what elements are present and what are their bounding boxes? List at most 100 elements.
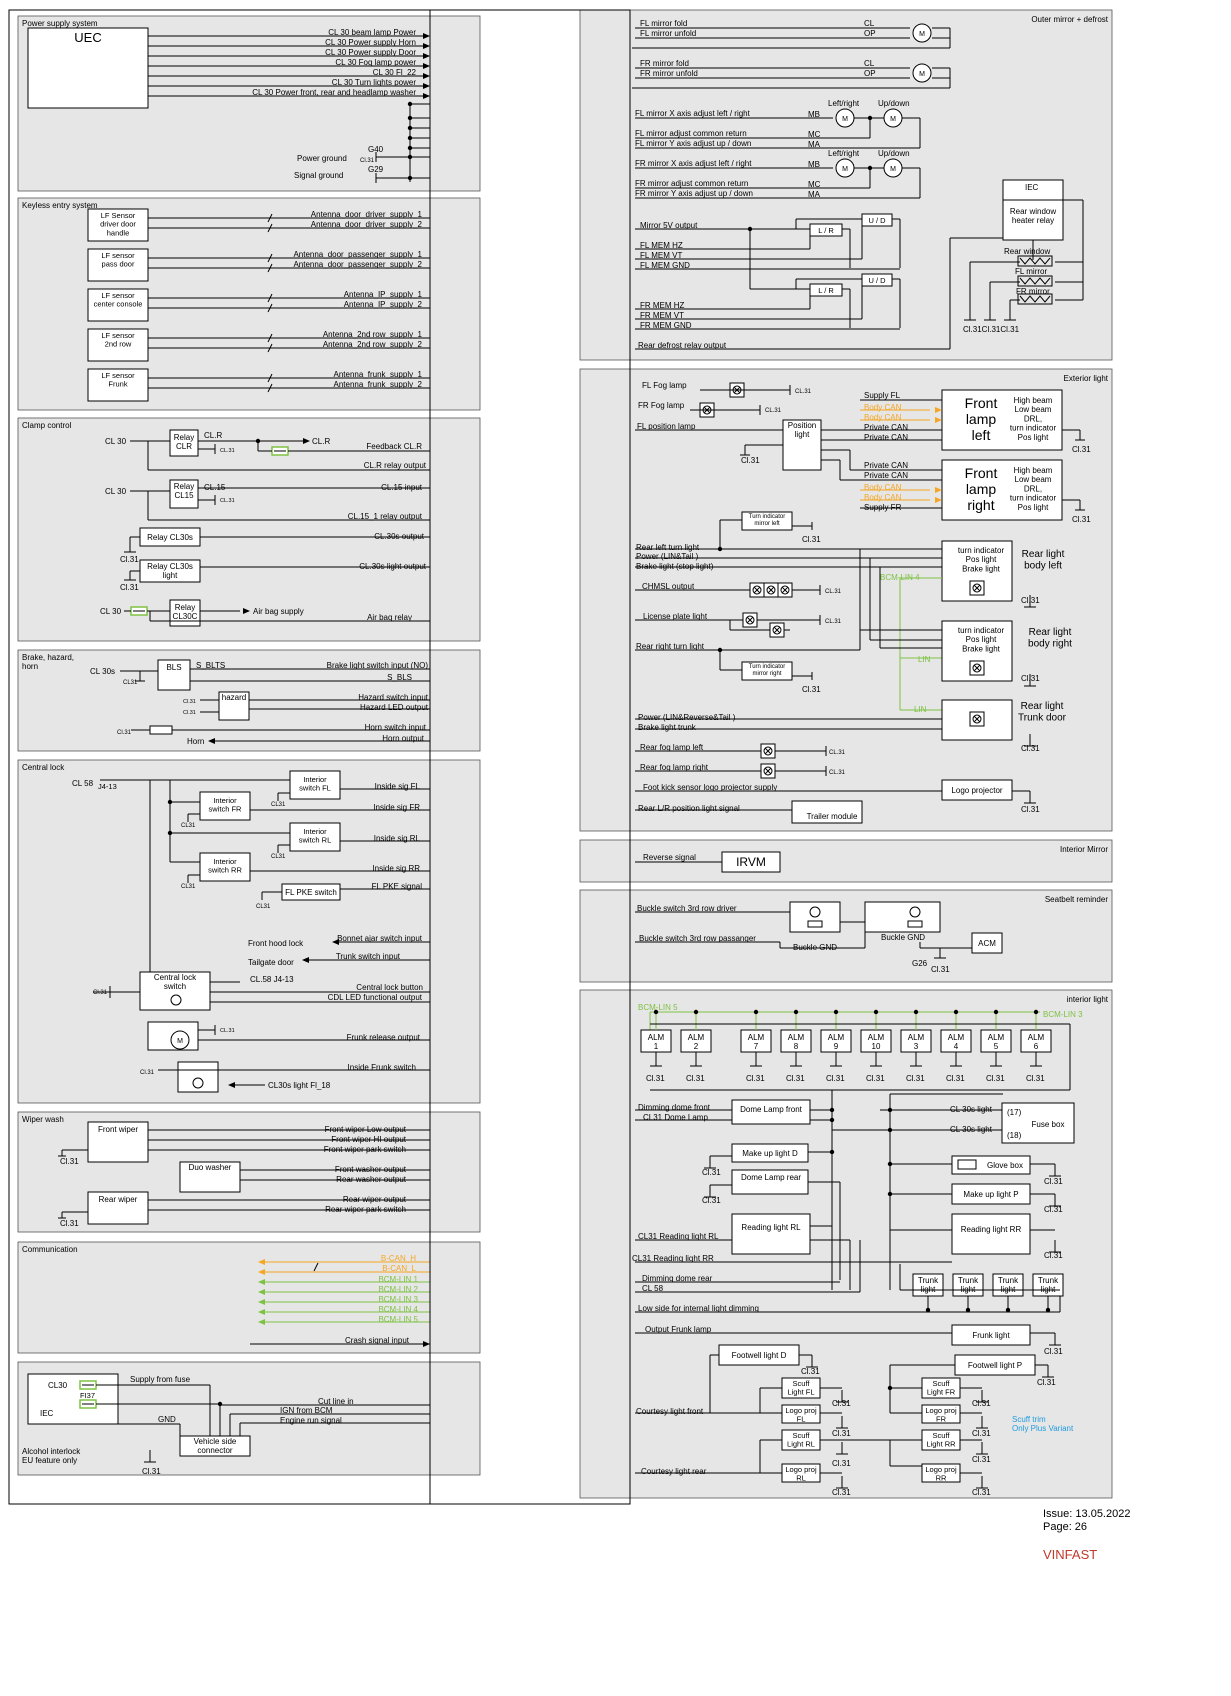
junction-dot	[913, 1009, 919, 1015]
interior-signal-label: CL 58	[642, 1284, 664, 1293]
wire-break-icon	[267, 373, 273, 383]
junction-dot	[925, 1307, 931, 1313]
ground-label: Cl.31	[746, 1074, 765, 1083]
lin-label: BCM-LIN 1	[378, 1275, 418, 1284]
alcohol-label: FI37	[80, 1391, 95, 1400]
ground-label: Cl.31	[1072, 515, 1091, 524]
interior-lamp-label: Footwell light P	[968, 1361, 1022, 1370]
ground-label: Cl.31	[972, 1399, 991, 1408]
wire-break-icon	[267, 333, 273, 343]
lf-sensor-label: LF sensor	[101, 331, 135, 340]
alm-label: ALM	[868, 1033, 885, 1042]
junction-dot	[753, 1009, 759, 1015]
interior-signal-label: CL31 Reading light RL	[638, 1232, 719, 1241]
front-wiper-box	[87, 1121, 149, 1163]
central-lock-signal-label: Inside sig RR	[372, 864, 420, 873]
clamp-label: CL.31	[220, 448, 235, 454]
ground-label: Power ground	[297, 154, 347, 163]
mirror-label: FL mirror	[1015, 267, 1047, 276]
wire-break-icon	[313, 1262, 319, 1272]
duo-washer-box	[179, 1161, 241, 1193]
mirror-signal-label: FR mirror X axis adjust left / right	[635, 159, 752, 168]
junction-dot	[887, 1161, 893, 1167]
relay-label: Relay CL30s	[147, 533, 193, 542]
interior-switch-box	[199, 852, 251, 882]
lf-sensor-box	[87, 208, 149, 242]
motor-label: M	[890, 116, 896, 123]
relay-label: CLR	[176, 442, 192, 451]
ground-label: Cl.31	[832, 1488, 851, 1497]
ground-label: Cl.31	[1037, 1378, 1056, 1387]
iec-label: IEC	[1025, 183, 1039, 192]
interior-signal-label: Dimming dome rear	[642, 1274, 713, 1283]
junction-dot	[693, 1009, 699, 1015]
alm-label: 7	[754, 1042, 759, 1051]
ext-signal-label: Rear right turn light	[636, 642, 705, 651]
mirror-signal-label: FL MEM GND	[640, 261, 690, 270]
junction-dot	[887, 1107, 893, 1113]
scuff-note: Only Plus Variant	[1012, 1424, 1074, 1433]
central-lock-label: J4-13	[98, 782, 117, 791]
junction-dot	[407, 115, 413, 121]
ext-signal-label: Rear left turn light	[636, 543, 700, 552]
ground-label: CL.31	[829, 750, 846, 756]
interior-lamp-label: Reading light RR	[961, 1225, 1022, 1234]
wiper-label: Duo washer	[189, 1163, 232, 1172]
logo-projector-box	[941, 779, 1013, 801]
fuse-label: Fuse box	[1032, 1120, 1065, 1129]
issue-date: Issue: 13.05.2022	[1043, 1508, 1131, 1520]
ext-signal-label: FL position lamp	[637, 422, 696, 431]
ground-label: Cl.31	[906, 1074, 925, 1083]
panel-title: Wiper wash	[22, 1115, 64, 1124]
wire-break-icon	[267, 293, 273, 303]
lr-sensor-box	[809, 283, 843, 297]
mirror-signal-label: FL MEM HZ	[640, 241, 683, 250]
brake-label: CL 30s	[90, 667, 115, 676]
scuff-label: Light RL	[787, 1440, 815, 1449]
relay-label: CL15	[174, 491, 194, 500]
wiper-label: Rear wiper	[99, 1195, 138, 1204]
mirror-label: Up/down	[878, 99, 910, 108]
ext-label: Private CAN	[864, 433, 908, 442]
panel-title: Keyless entry system	[22, 201, 98, 210]
interior-lamp-label: Reading light RL	[741, 1223, 801, 1232]
ground-label: Cl.31	[826, 1074, 845, 1083]
turn-indicator-label: mirror left	[754, 521, 780, 527]
clamp-signal-label: CL.30s output	[374, 532, 425, 541]
interior-switch-box	[289, 770, 341, 800]
lin-label: LIN	[914, 705, 927, 714]
lamp-icon	[973, 664, 981, 672]
relay-label: Rear window	[1010, 207, 1056, 216]
ground-label: CL.31	[829, 770, 846, 776]
ground-id: G29	[368, 165, 384, 174]
central-lock-signal-label: Inside sig FR	[373, 803, 420, 812]
wiper-signal-label: Rear wiper park switch	[325, 1205, 406, 1214]
central-lock-signal-label: Inside Frunk switch	[348, 1063, 416, 1072]
ground-label: Cl.31	[802, 685, 821, 694]
scuff-label: Scuff	[793, 1379, 811, 1388]
junction-dot	[873, 1009, 879, 1015]
lamp-icon	[753, 586, 761, 594]
brand-logo: VINFAST	[1043, 1547, 1098, 1562]
frunk-lamp-box	[951, 1324, 1031, 1346]
alm-label: 8	[794, 1042, 799, 1051]
mirror-signal-label: FL mirror unfold	[640, 29, 696, 38]
mirror-signal-label: FR MEM VT	[640, 311, 684, 320]
motor-label: M	[919, 31, 925, 38]
scuff-label: Scuff	[933, 1379, 951, 1388]
uec-label: UEC	[74, 30, 101, 45]
interior-switch-label: Interior	[213, 857, 237, 866]
ground-label: CL31	[256, 904, 271, 910]
junction-dot	[717, 647, 723, 653]
ground-label: Cl.31	[702, 1196, 721, 1205]
antenna-signal-label: Antenna_door_passenger_supply_2	[293, 260, 422, 269]
arrow-icon	[935, 487, 942, 493]
power-output-label: CL 30 Power supply Door	[325, 48, 416, 57]
ground-label: Cl.31Cl.31Cl.31	[963, 325, 1020, 334]
brake-label: Cl.31	[183, 699, 196, 705]
mirror-label: MC	[808, 180, 821, 189]
turn-indicator-right-box	[741, 661, 793, 681]
alm-label: ALM	[988, 1033, 1005, 1042]
mirror-label: FR mirror	[1016, 287, 1050, 296]
